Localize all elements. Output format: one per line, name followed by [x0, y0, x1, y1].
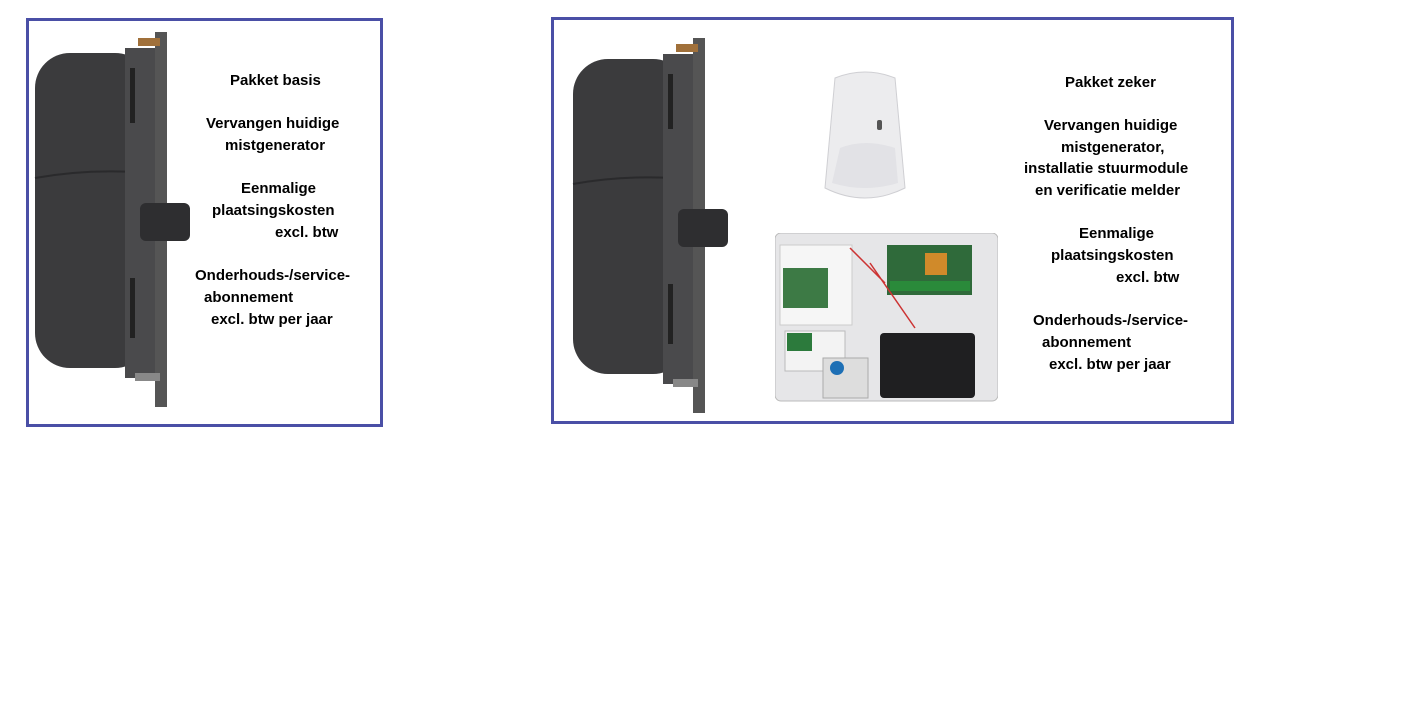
package-line: mistgenerator [225, 137, 326, 154]
control-module-image [775, 233, 998, 402]
package-title: Pakket basis [230, 72, 321, 89]
package-line: abonnement [1042, 334, 1132, 351]
package-line: Eenmalige [1079, 225, 1155, 242]
package-line: en verificatie melder [1035, 182, 1181, 199]
package-line: excl. btw per jaar [211, 311, 333, 328]
package-line: excl. btw per jaar [1049, 356, 1171, 373]
package-line: excl. btw [1116, 269, 1180, 286]
package-line: Onderhouds-/service- [1033, 312, 1189, 329]
package-line: excl. btw [275, 224, 339, 241]
package-line: Vervangen huidige [1044, 117, 1178, 134]
mist-generator-image [34, 32, 190, 407]
package-line: Vervangen huidige [206, 115, 340, 132]
package-line: Eenmalige [241, 180, 317, 197]
package-title: Pakket zeker [1065, 74, 1156, 91]
package-line: plaatsingskosten [212, 202, 335, 219]
package-line: mistgenerator, [1061, 139, 1165, 156]
package-line: installatie stuurmodule [1024, 160, 1189, 177]
package-line: Onderhouds-/service- [195, 267, 351, 284]
motion-detector-image [824, 71, 906, 199]
package-line: plaatsingskosten [1051, 247, 1174, 264]
package-line: abonnement [204, 289, 294, 306]
mist-generator-image [572, 38, 728, 413]
